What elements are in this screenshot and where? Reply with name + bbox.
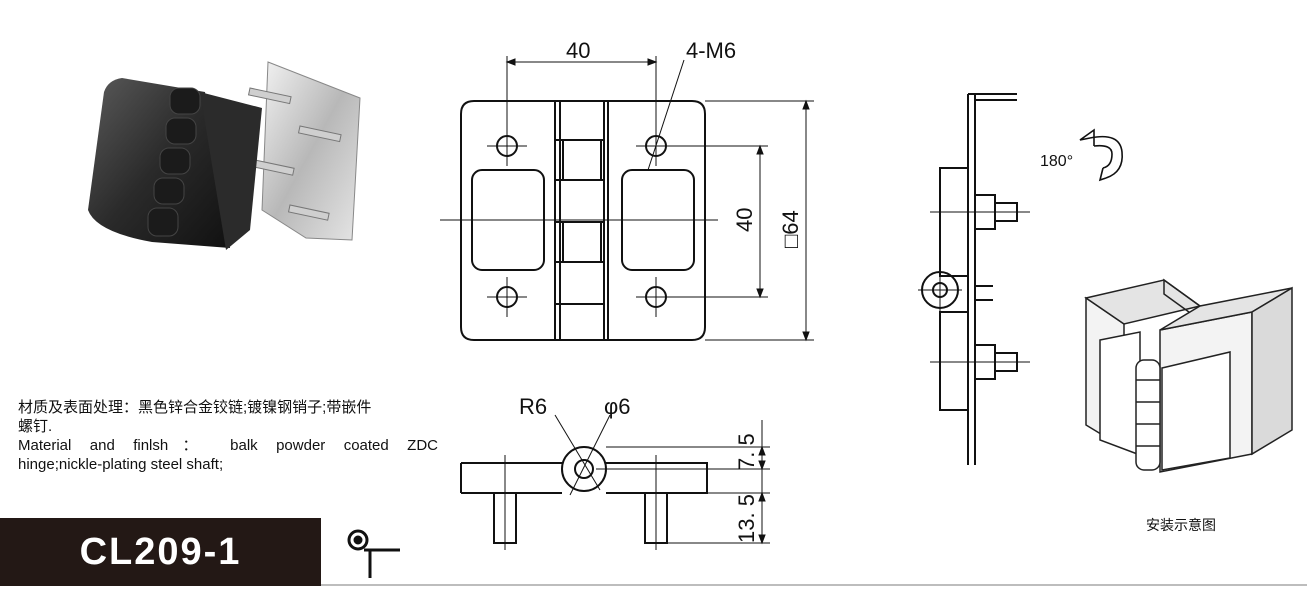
installation-caption: 安装示意图 [1146,517,1216,533]
rotation-arrow-icon [1079,128,1123,182]
description-en-line2: hinge;nickle-plating steel shaft; [18,456,224,473]
dim-radius: R6 [519,394,547,419]
side-view-drawing [921,93,1018,465]
hinge-photo [88,61,361,250]
dim-hole-spacing: 40 [732,208,757,232]
dim-pin-dia: φ6 [604,394,631,419]
model-code: CL209-1 [79,531,242,573]
bottom-divider [321,584,1307,586]
description-cn-line2: 螺钉. [18,418,53,435]
material-description: 材质及表面处理：黑色锌合金铰链;镀镍钢销子;带嵌件 螺钉. Material a… [18,398,438,474]
model-banner: CL209-1 [0,518,321,586]
rotation-label: 180° [1040,153,1073,170]
dim-height-upper: 7. 5 [734,433,759,470]
hinge-symbol-icon [347,529,400,578]
description-en-line1: Material and finlsh： balk powder coated … [18,437,438,454]
description-cn-line1: 材质及表面处理：黑色锌合金铰链;镀镍钢销子;带嵌件 [18,399,372,416]
dim-overall: □64 [778,210,803,248]
bottom-view-drawing [460,446,708,544]
dim-top-width: 40 [566,38,590,63]
installation-sketch [1084,278,1293,473]
dim-thread: 4-M6 [686,38,736,63]
dim-height-lower: 13. 5 [734,494,759,543]
